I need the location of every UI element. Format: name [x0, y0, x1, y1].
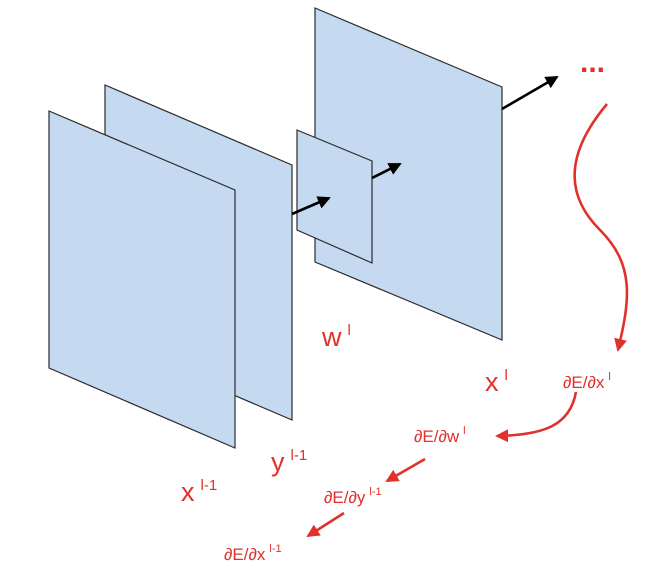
backward-curve-from-next [573, 103, 629, 352]
filter-panel-w-l [296, 129, 373, 264]
forward-arrow-output-to-next [501, 75, 559, 111]
backward-arrow-to-dx-prev [306, 511, 345, 538]
backward-arrow-to-dy [385, 457, 426, 483]
layer-panel-x-l-1 [48, 110, 236, 449]
forward-arrow-filter-to-output [371, 162, 402, 180]
ellipsis-next-layers: ... [580, 46, 605, 79]
backward-arrow-to-dw [495, 391, 578, 443]
forward-arrow-input-to-filter [291, 196, 331, 216]
